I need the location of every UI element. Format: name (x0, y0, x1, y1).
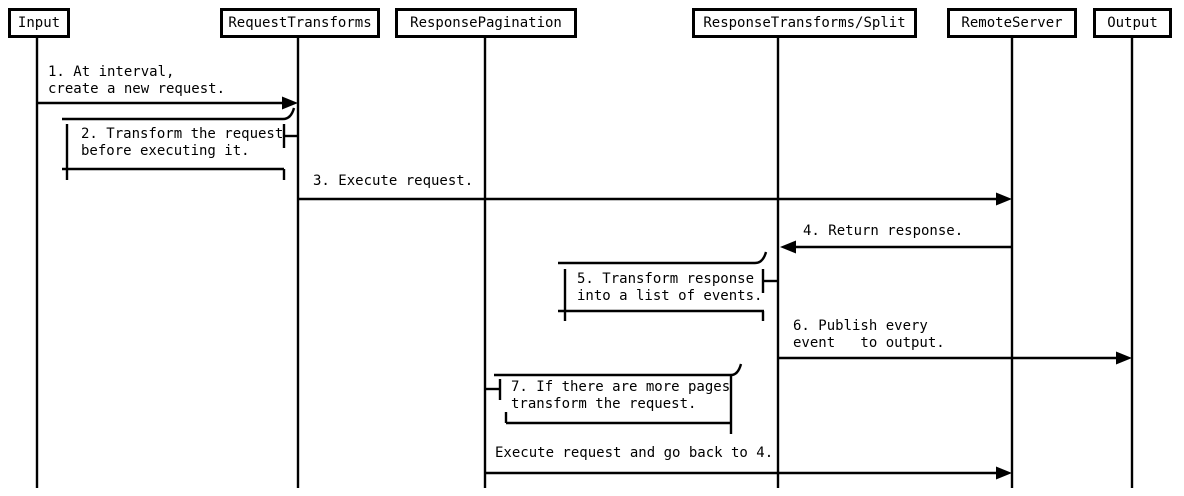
note-top-hook (62, 107, 296, 121)
message-arrow-1 (37, 96, 298, 110)
actor-box-response-pagination: ResponsePagination (395, 8, 577, 38)
message-7-label-line-2: transform the request. (511, 396, 697, 412)
message-5-label-line-2: into a list of events. (577, 288, 763, 304)
message-arrow-8 (485, 466, 1012, 480)
arrowhead-right-icon (996, 192, 1012, 206)
actor-label: RemoteServer (961, 15, 1063, 31)
note-top-hook (558, 251, 768, 265)
message-3-label-line-1: 3. Execute request. (313, 173, 474, 189)
message-8-label-line-1: Execute request and go back to 4. (495, 445, 774, 461)
message-6-label-line-1: 6. Publish every (793, 318, 928, 334)
message-6-label-line-2: event to output. (793, 335, 945, 351)
arrowhead-right-icon (1116, 351, 1132, 365)
message-5-label-line-1: 5. Transform response (577, 271, 755, 287)
note-5-outline (558, 251, 778, 321)
message-arrow-4 (780, 240, 1012, 254)
actor-box-remote-server: RemoteServer (947, 8, 1077, 38)
actor-label: Output (1107, 15, 1158, 31)
actor-label: ResponseTransforms/Split (703, 15, 906, 31)
actor-label: RequestTransforms (228, 15, 372, 31)
note-7-outline (485, 363, 743, 434)
lifelines (35, 38, 1134, 488)
message-arrow-6 (778, 351, 1132, 365)
message-7-label-line-1: 7. If there are more pages (511, 379, 731, 395)
message-arrow-3 (298, 192, 1012, 206)
actor-box-request-transforms: RequestTransforms (220, 8, 380, 38)
actor-box-input: Input (8, 8, 70, 38)
note-2-outline (62, 107, 298, 180)
note-top-hook (494, 363, 743, 377)
arrowhead-right-icon (996, 466, 1012, 480)
message-1-label-line-2: create a new request. (48, 81, 226, 97)
actor-label: Input (17, 15, 61, 31)
message-4-label-line-1: 4. Return response. (803, 223, 964, 239)
actor-box-response-transforms-split: ResponseTransforms/Split (692, 8, 917, 38)
arrowhead-right-icon (282, 96, 298, 110)
arrowhead-left-icon (780, 240, 796, 254)
message-2-label-line-2: before executing it. (81, 143, 250, 159)
message-1-label-line-1: 1. At interval, (48, 64, 175, 80)
message-2-label-line-1: 2. Transform the request (81, 126, 284, 142)
actor-box-output: Output (1093, 8, 1172, 38)
actor-label: ResponsePagination (410, 15, 562, 31)
